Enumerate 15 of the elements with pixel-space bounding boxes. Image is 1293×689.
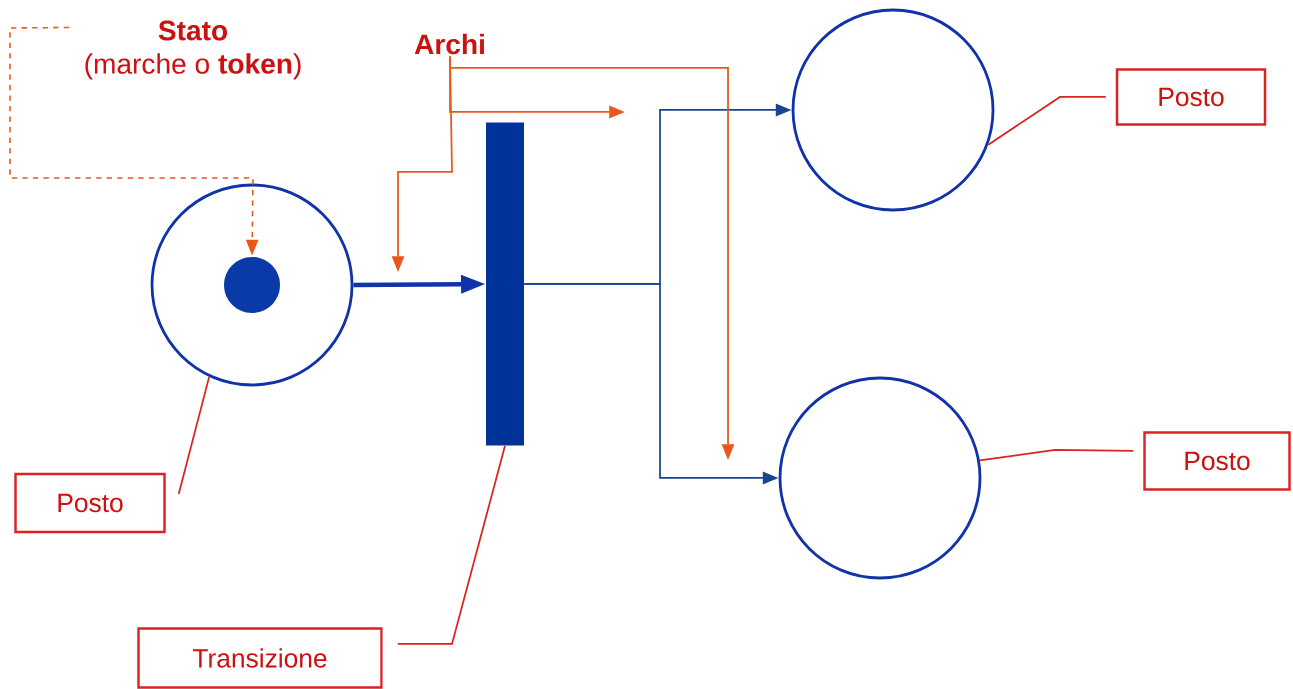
leader-line [177, 376, 211, 495]
place-circle [791, 8, 995, 212]
leader-line [987, 96, 1107, 146]
annotation-text: Stato (marche o token) [85, 20, 301, 80]
annotation-text: Archi [414, 33, 484, 55]
place-circle [778, 376, 982, 580]
label-box: Posto [1143, 431, 1291, 491]
label-box: Posto [1115, 68, 1267, 126]
label-box: Posto [14, 472, 166, 534]
leader-line [396, 444, 506, 645]
label-box: Transizione [137, 627, 383, 689]
leader-line [979, 449, 1135, 462]
token-dot [224, 257, 280, 313]
place-circle [150, 183, 354, 387]
transition-bar [486, 122, 524, 446]
